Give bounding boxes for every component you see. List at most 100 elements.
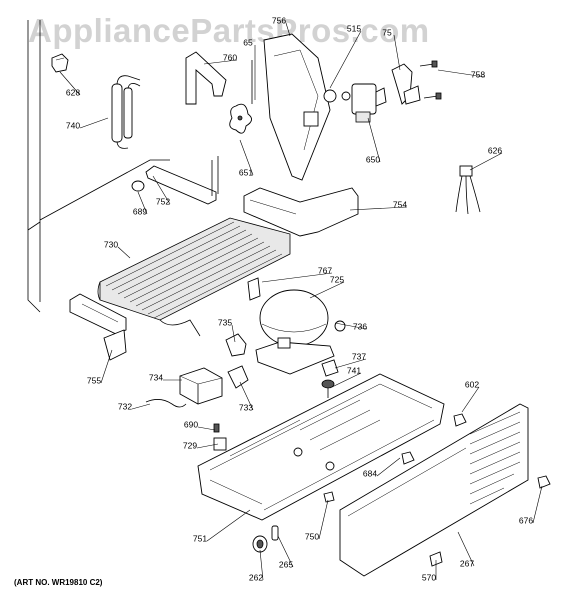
callout-label-628[interactable]: 628 xyxy=(66,87,80,97)
callout-label-729[interactable]: 729 xyxy=(183,440,197,450)
part-570 xyxy=(429,551,443,567)
callout-leader-760 xyxy=(203,59,238,65)
part-729 xyxy=(213,437,227,451)
part-756 xyxy=(263,33,331,181)
part-735 xyxy=(225,333,247,357)
watermark: AppliancePartsPros.com xyxy=(28,12,430,49)
callout-label-733[interactable]: 733 xyxy=(239,402,253,412)
callout-leader-767 xyxy=(261,272,333,283)
part-690 xyxy=(213,423,220,433)
part-262 xyxy=(252,535,268,553)
callout-leader-756 xyxy=(285,22,291,37)
callout-label-754[interactable]: 754 xyxy=(393,199,407,209)
callout-label-650[interactable]: 650 xyxy=(366,154,380,164)
callout-leader-265 xyxy=(277,535,294,568)
callout-label-262[interactable]: 262 xyxy=(249,572,263,582)
callout-label-732[interactable]: 732 xyxy=(118,401,132,411)
callout-label-570[interactable]: 570 xyxy=(422,572,436,582)
part-741 xyxy=(321,379,335,398)
callout-label-741[interactable]: 741 xyxy=(347,365,361,375)
part-725 xyxy=(255,289,346,375)
callout-leader-689 xyxy=(137,191,148,215)
callout-leader-262 xyxy=(259,549,264,581)
callout-leader-650 xyxy=(367,117,381,163)
callout-leader-741 xyxy=(329,372,362,389)
part-651 xyxy=(229,60,253,134)
callout-leader-628 xyxy=(59,71,81,96)
callout-label-651[interactable]: 651 xyxy=(239,167,253,177)
part-267 xyxy=(339,403,529,577)
callout-leader-729 xyxy=(196,443,219,449)
callout-leader-730 xyxy=(117,246,131,259)
callout-label-734[interactable]: 734 xyxy=(149,372,163,382)
callout-leader-732 xyxy=(131,403,151,410)
part-767 xyxy=(247,277,261,301)
callout-layer: 628 740 760 756 65 515 75 758 651 650 626 689 752 754… xyxy=(59,15,543,582)
callout-label-730[interactable]: 730 xyxy=(104,239,118,249)
part-628 xyxy=(51,53,69,73)
callout-label-740[interactable]: 740 xyxy=(66,120,80,130)
callout-label-737[interactable]: 737 xyxy=(352,351,366,361)
callout-label-750[interactable]: 750 xyxy=(305,531,319,541)
callout-leader-725 xyxy=(309,281,345,299)
callout-leader-676 xyxy=(532,485,543,524)
part-758 xyxy=(391,60,442,105)
part-734 xyxy=(179,367,223,405)
part-750 xyxy=(323,491,335,503)
callout-leader-736 xyxy=(334,322,368,330)
callout-leader-267 xyxy=(457,531,475,567)
callout-label-756[interactable]: 756 xyxy=(272,15,286,25)
callout-leader-515 xyxy=(329,30,362,89)
part-730 xyxy=(97,217,291,337)
callout-label-602[interactable]: 602 xyxy=(465,379,479,389)
callout-leader-758 xyxy=(437,69,486,78)
part-733 xyxy=(227,365,249,389)
callout-label-515[interactable]: 515 xyxy=(347,23,361,33)
part-755 xyxy=(69,293,127,361)
part-650 xyxy=(323,83,387,123)
part-689 xyxy=(131,180,145,192)
callout-leader-740 xyxy=(79,117,109,129)
callout-label-690[interactable]: 690 xyxy=(184,419,198,429)
part-752 xyxy=(145,156,219,205)
callout-label-760[interactable]: 760 xyxy=(223,52,237,62)
callout-label-626[interactable]: 626 xyxy=(488,145,502,155)
callout-label-689[interactable]: 689 xyxy=(133,206,147,216)
callout-leader-754 xyxy=(349,206,408,211)
callout-leader-602 xyxy=(461,386,480,413)
callout-leader-690 xyxy=(197,426,216,431)
callout-leader-755 xyxy=(100,349,113,384)
part-676 xyxy=(537,475,551,489)
callout-leader-737 xyxy=(334,358,367,369)
callout-label-735[interactable]: 735 xyxy=(218,317,232,327)
callout-leader-735 xyxy=(231,324,236,343)
callout-leader-752 xyxy=(152,175,171,205)
part-754 xyxy=(243,187,359,237)
callout-label-267[interactable]: 267 xyxy=(460,558,474,568)
callout-label-676[interactable]: 676 xyxy=(519,515,533,525)
part-751 xyxy=(197,373,445,521)
part-684 xyxy=(401,451,415,465)
callout-label-75[interactable]: 75 xyxy=(382,27,392,37)
callout-label-752[interactable]: 752 xyxy=(156,196,170,206)
callout-label-736[interactable]: 736 xyxy=(353,321,367,331)
callout-label-755[interactable]: 755 xyxy=(87,375,101,385)
callout-label-751[interactable]: 751 xyxy=(193,533,207,543)
callout-label-265[interactable]: 265 xyxy=(279,559,293,569)
callout-label-767[interactable]: 767 xyxy=(318,265,332,275)
part-602 xyxy=(453,413,467,427)
callout-label-725[interactable]: 725 xyxy=(330,274,344,284)
part-626 xyxy=(455,165,481,215)
callout-label-684[interactable]: 684 xyxy=(363,468,377,478)
callout-label-758[interactable]: 758 xyxy=(471,69,485,79)
callout-leader-651 xyxy=(239,139,254,176)
callout-leader-626 xyxy=(469,152,503,171)
callout-leader-733 xyxy=(239,381,254,411)
art-number: (ART NO. WR19810 C2) xyxy=(14,578,103,587)
callout-leader-684 xyxy=(376,457,401,477)
part-760 xyxy=(185,51,227,105)
callout-label-65[interactable]: 65 xyxy=(243,37,253,47)
callout-leader-750 xyxy=(318,499,329,540)
